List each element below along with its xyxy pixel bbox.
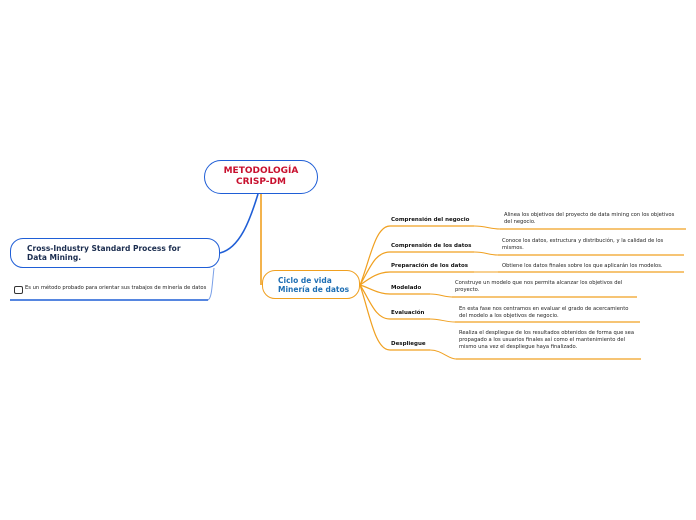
link-phase-4 — [359, 284, 391, 295]
link-left-note — [207, 267, 215, 301]
link-desc-2 — [473, 251, 499, 256]
desc-preparacion-datos[interactable]: Obtiene los datos finales sobre los que … — [502, 263, 663, 269]
desc-evaluacion[interactable]: En esta fase nos centramos en evaluar el… — [459, 306, 629, 319]
phase-comprension-datos[interactable]: Comprensión de los datos — [391, 243, 472, 249]
desc-despliegue[interactable]: Realiza el despliegue de los resultados … — [459, 330, 634, 350]
phase-despliegue[interactable]: Despliegue — [391, 341, 426, 347]
link-phase-6 — [359, 284, 391, 351]
link-phase-3 — [359, 271, 391, 286]
link-phase-1 — [359, 225, 391, 286]
link-desc-4 — [429, 293, 453, 298]
phase-evaluacion[interactable]: Evaluación — [391, 310, 425, 316]
topic-cross-industry[interactable]: Cross-Industry Standard Process for Data… — [10, 238, 220, 268]
phase-preparacion-datos[interactable]: Preparación de los datos — [391, 263, 469, 269]
link-root-left — [219, 193, 259, 254]
topic-cross-industry-label: Cross-Industry Standard Process for Data… — [27, 244, 181, 262]
desc-comprension-datos[interactable]: Conoce los datos, estructura y distribuc… — [502, 238, 664, 251]
desc-modelado[interactable]: Construye un modelo que nos permita alca… — [455, 280, 623, 293]
ciclo-title-line2: Minería de datos — [278, 284, 350, 294]
root-node[interactable]: METODOLOGÍA CRISP-DM — [204, 160, 318, 194]
note-text[interactable]: Es un método probado para orientar sus t… — [25, 285, 210, 292]
note-icon — [14, 286, 23, 294]
root-title-line1: METODOLOGÍA — [223, 166, 299, 176]
link-desc-6 — [429, 349, 457, 360]
topic-ciclo-de-vida[interactable]: Ciclo de vida Minería de datos — [262, 270, 360, 299]
link-phase-5 — [359, 284, 391, 320]
phase-comprension-negocio[interactable]: Comprensión del negocio — [391, 217, 470, 223]
ciclo-title-line1: Ciclo de vida — [278, 275, 332, 285]
note-label: Es un método probado para orientar sus t… — [25, 285, 207, 291]
phase-modelado[interactable]: Modelado — [391, 285, 422, 291]
link-desc-1 — [473, 225, 501, 230]
link-phase-2 — [359, 251, 391, 286]
link-desc-5 — [429, 318, 456, 323]
desc-comprension-negocio[interactable]: Alinea los objetivos del proyecto de dat… — [504, 212, 675, 225]
root-title-line2: CRISP-DM — [236, 177, 286, 187]
